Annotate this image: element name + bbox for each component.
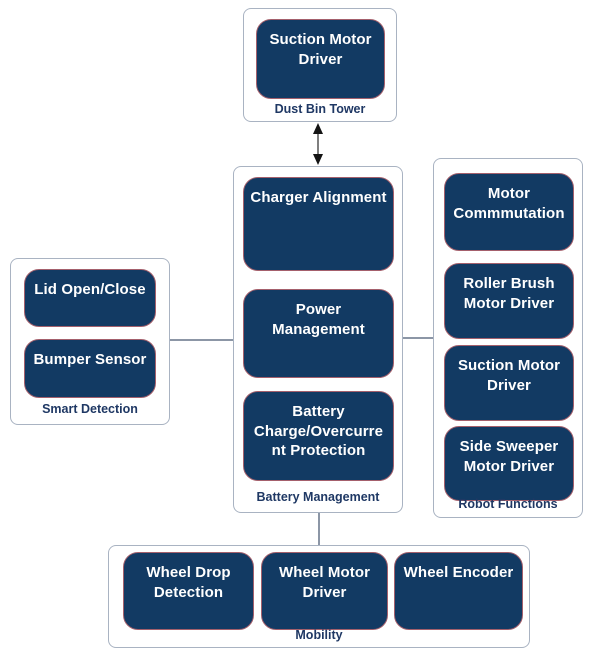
block-motor-commutation: Motor Commmutation	[444, 173, 574, 251]
arrow-head-down	[313, 154, 323, 165]
group-label-dust-bin-tower: Dust Bin Tower	[274, 102, 366, 116]
block-roller-brush-motor-driver: Roller Brush Motor Driver	[444, 263, 574, 339]
group-label-smart-detection: Smart Detection	[42, 402, 138, 416]
group-battery-management: Charger Alignment Power Management Batte…	[233, 166, 403, 513]
group-dust-bin-tower: Suction Motor Driver Dust Bin Tower	[243, 8, 397, 122]
block-battery-charge-overcurrent-protection: Battery Charge/Overcurre nt Protection	[243, 391, 394, 481]
connector-smart-to-battery	[170, 339, 233, 341]
connector-battery-to-mobility	[318, 513, 320, 545]
group-label-mobility: Mobility	[295, 628, 343, 642]
block-side-sweeper-motor-driver: Side Sweeper Motor Driver	[444, 426, 574, 501]
group-label-battery-management: Battery Management	[256, 490, 380, 504]
arrow-head-up	[313, 123, 323, 134]
group-mobility: Wheel Drop Detection Wheel Motor Driver …	[108, 545, 530, 648]
group-label-robot-functions: Robot Functions	[458, 497, 558, 511]
block-bumper-sensor: Bumper Sensor	[24, 339, 156, 398]
block-power-management: Power Management	[243, 289, 394, 378]
block-suction-motor-driver-right: Suction Motor Driver	[444, 345, 574, 421]
block-lid-open-close: Lid Open/Close	[24, 269, 156, 327]
block-suction-motor-driver-top: Suction Motor Driver	[256, 19, 385, 99]
group-robot-functions: Motor Commmutation Roller Brush Motor Dr…	[433, 158, 583, 518]
block-wheel-encoder: Wheel Encoder	[394, 552, 523, 630]
block-wheel-motor-driver: Wheel Motor Driver	[261, 552, 388, 630]
group-smart-detection: Lid Open/Close Bumper Sensor Smart Detec…	[10, 258, 170, 425]
bidirectional-arrow-icon	[313, 123, 323, 165]
connector-battery-to-robot	[403, 337, 433, 339]
block-wheel-drop-detection: Wheel Drop Detection	[123, 552, 254, 630]
block-charger-alignment: Charger Alignment	[243, 177, 394, 271]
